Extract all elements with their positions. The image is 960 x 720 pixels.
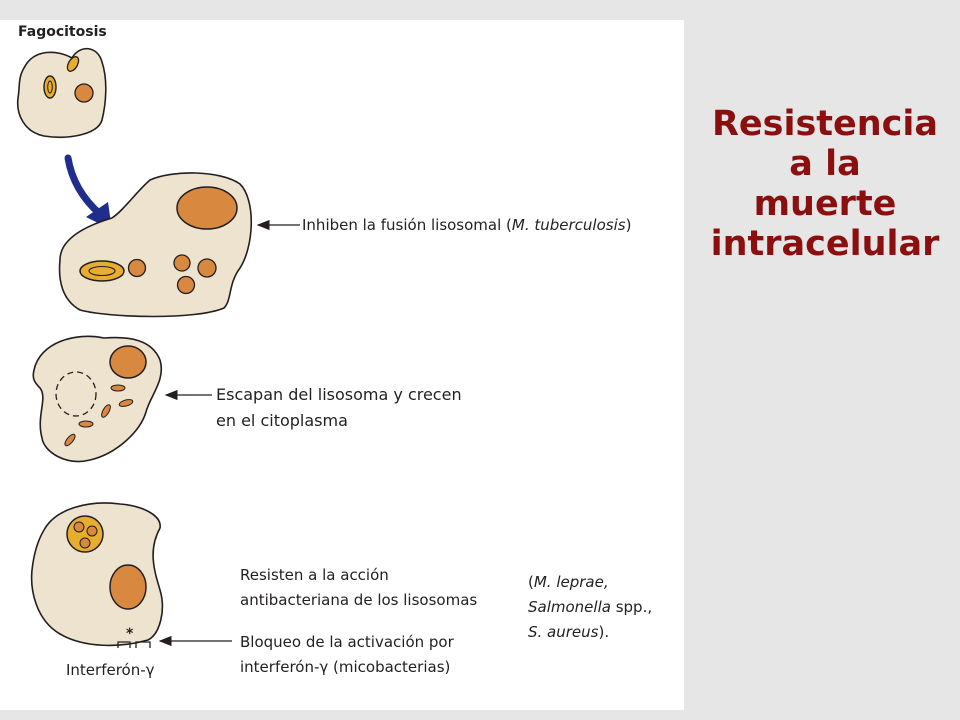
cell-diagram [16,47,300,648]
title-line: Resistencia [711,104,939,144]
cell-lysosome-resistant [30,502,164,648]
title-line: muerte [753,184,897,224]
slide-title: Resistencia a la muerte intracelular [690,104,960,264]
interferon-block-label-2: interferón-γ (micobacterias) [240,658,451,676]
nucleus [109,564,147,610]
phagocytosis-label: Fagocitosis [18,24,107,40]
lysosome [74,83,94,103]
lysosome-resistance-label-2: antibacteriana de los lisosomas [240,591,478,609]
cell-fusion-inhibited [58,172,253,318]
bacterium [43,75,57,99]
interferon-block-label-1: Bloqueo de la activación por [240,633,454,651]
bacterium [64,433,76,447]
cytoplasm-escape-label-2: en el citoplasma [216,411,348,430]
phagosome [79,260,125,282]
bacterium [78,420,94,428]
receptor-asterisk: * [126,626,134,642]
lysosome [173,254,191,272]
example-s-aureus: S. aureus). [528,623,610,641]
bacterium [110,384,126,392]
title-line: intracelular [710,224,940,264]
bacterium [118,399,134,407]
cell-cytoplasm-escape [32,335,163,463]
interferon-receptor [117,641,151,648]
cytoplasm-escape-label-1: Escapan del lisosoma y crecen [216,385,462,404]
lysosome [127,258,147,278]
curved-arrow-icon [64,154,112,230]
broken-phagosome [55,371,97,417]
bacterium [66,56,80,72]
example-m-leprae: (M. leprae, [528,573,609,591]
nucleus [109,345,147,379]
interferon-label: Interferón-γ [66,661,155,679]
bacterium [101,404,111,418]
phagocytosis-figure: Fagocitosis Inhiben la fusión lisosomal … [0,20,684,710]
example-salmonella: Salmonella spp., [528,598,653,616]
lysosome [176,275,196,295]
nucleus [176,186,238,230]
fusion-inhibition-label: Inhiben la fusión lisosomal (M. tubercul… [302,216,632,234]
lysosome [197,258,217,278]
phagocytosis-cell [16,47,107,139]
title-line: a la [789,144,861,184]
lysosome-resistance-label-1: Resisten a la acción [240,566,389,584]
